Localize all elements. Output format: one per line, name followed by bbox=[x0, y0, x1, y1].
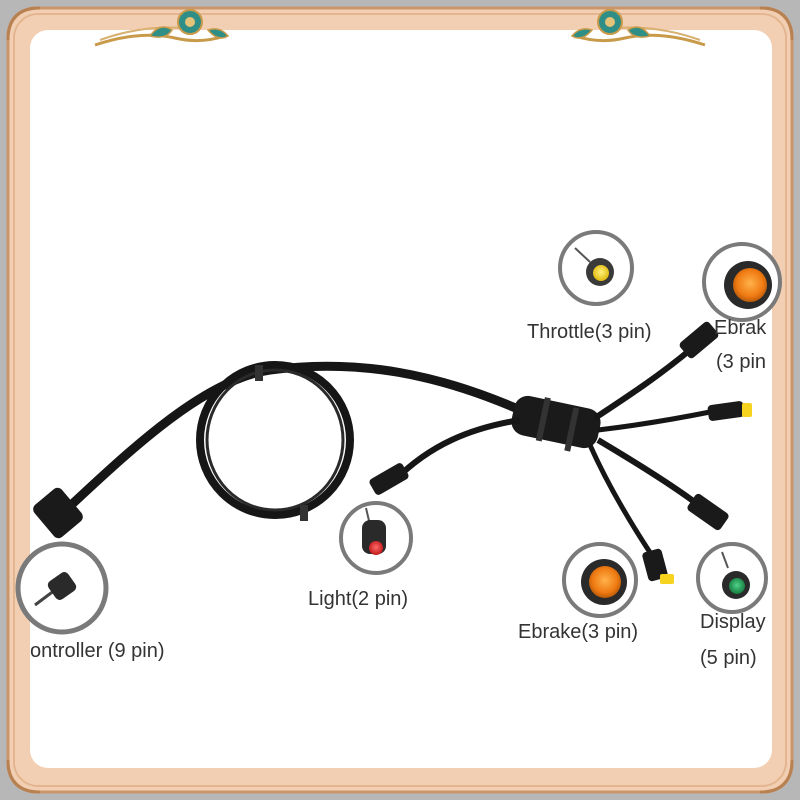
light-connector-callout bbox=[339, 501, 413, 575]
decorative-frame bbox=[6, 6, 794, 794]
display-pin-label: (5 pin) bbox=[700, 647, 757, 669]
main-cable bbox=[50, 361, 525, 525]
light-label: Light(2 pin) bbox=[308, 588, 409, 610]
display-connector-callout bbox=[696, 542, 768, 614]
cloud-ornament-right bbox=[570, 9, 706, 47]
throttle-connector-callout bbox=[558, 230, 634, 306]
branch-cables bbox=[369, 321, 752, 584]
junction-hub bbox=[511, 395, 601, 452]
display-label: Display bbox=[700, 611, 766, 633]
controller-label: ontroller (9 pin) bbox=[30, 640, 165, 662]
ebrake-top-pin-label: (3 pin bbox=[716, 351, 767, 373]
controller-plug bbox=[33, 487, 83, 539]
ebrake-bottom-label: Ebrake(3 pin) bbox=[518, 621, 639, 643]
controller-connector-callout bbox=[15, 541, 109, 635]
throttle-label: Throttle(3 pin) bbox=[527, 321, 652, 343]
cloud-ornament-left bbox=[94, 9, 230, 47]
ebrake-top-connector-callout bbox=[702, 242, 782, 322]
ebrake-bottom-connector-callout bbox=[562, 542, 638, 618]
ebrake-top-label: Ebrak bbox=[714, 317, 767, 339]
